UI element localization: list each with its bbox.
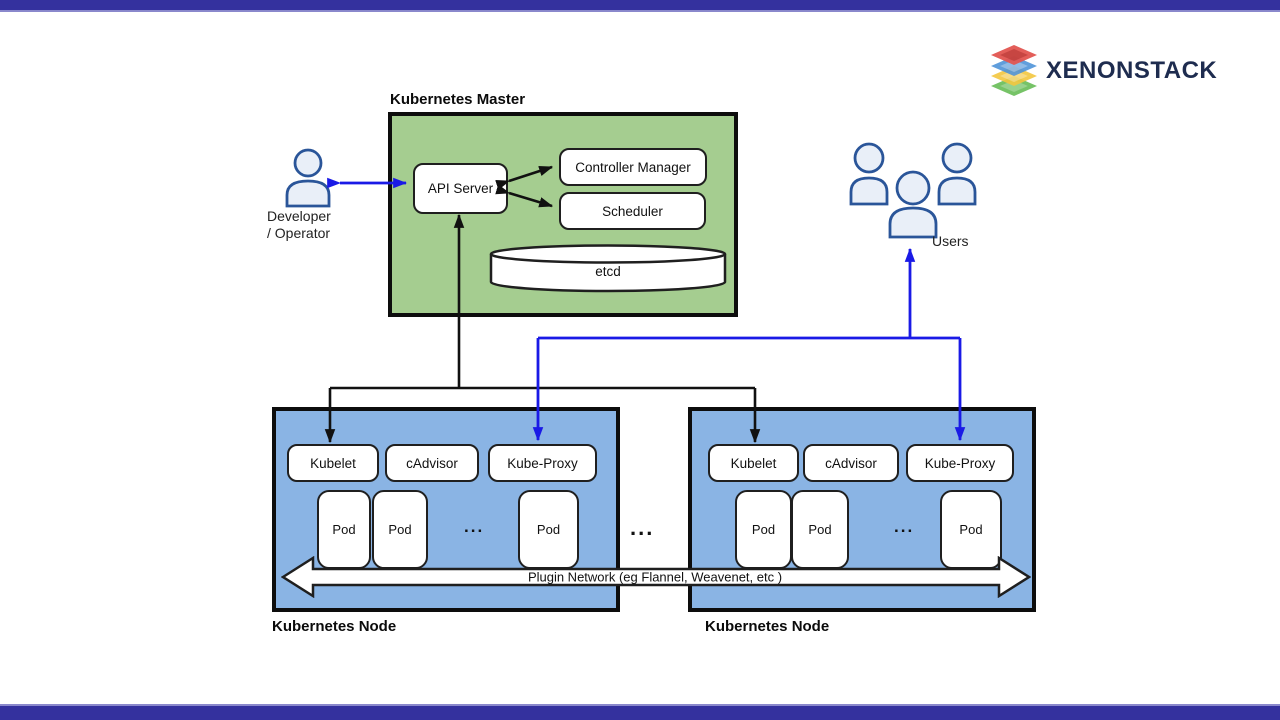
developer-label-line1: Developer xyxy=(267,208,331,224)
top-brand-bar xyxy=(0,0,1280,10)
developer-person-icon xyxy=(285,148,331,208)
node-left-label: Kubernetes Node xyxy=(272,618,397,635)
node-right-pods-ellipsis: ... xyxy=(894,517,915,536)
top-brand-bar-edge xyxy=(0,10,1280,12)
node-left-pod-1: Pod xyxy=(317,490,371,569)
node-right-kubelet-box: Kubelet xyxy=(708,444,799,482)
etcd-label: etcd xyxy=(595,264,621,279)
node-left-kubelet-box: Kubelet xyxy=(287,444,379,482)
node-left-kube-proxy-box: Kube-Proxy xyxy=(488,444,597,482)
node-left-pod-2: Pod xyxy=(372,490,428,569)
node-left-cadvisor-box: cAdvisor xyxy=(385,444,479,482)
users-people-icon xyxy=(849,142,977,239)
plugin-network-arrow: Plugin Network (eg Flannel, Weavenet, et… xyxy=(281,556,1031,598)
users-label: Users xyxy=(932,233,969,249)
bottom-brand-bar xyxy=(0,706,1280,720)
between-nodes-ellipsis: ... xyxy=(630,515,655,540)
xenonstack-logo-icon xyxy=(991,45,1037,96)
developer-label-line2: / Operator xyxy=(267,225,331,241)
controller-manager-box: Controller Manager xyxy=(559,148,707,186)
node-right-kube-proxy-box: Kube-Proxy xyxy=(906,444,1014,482)
scheduler-box: Scheduler xyxy=(559,192,706,230)
api-server-box: API Server xyxy=(413,163,508,214)
plugin-network-label: Plugin Network (eg Flannel, Weavenet, et… xyxy=(528,570,782,585)
node-right-cadvisor-box: cAdvisor xyxy=(803,444,899,482)
bottom-brand-bar-edge xyxy=(0,704,1280,706)
master-label: Kubernetes Master xyxy=(390,91,526,108)
node-right-label: Kubernetes Node xyxy=(705,618,830,635)
developer-label: Developer / Operator xyxy=(267,208,357,242)
node-left-pod-3: Pod xyxy=(518,490,579,569)
logo-wordmark: XENONSTACK xyxy=(1046,57,1218,84)
etcd-cylinder: etcd xyxy=(489,244,727,293)
node-right-pod-3: Pod xyxy=(940,490,1002,569)
node-left-pods-ellipsis: ... xyxy=(464,517,485,536)
